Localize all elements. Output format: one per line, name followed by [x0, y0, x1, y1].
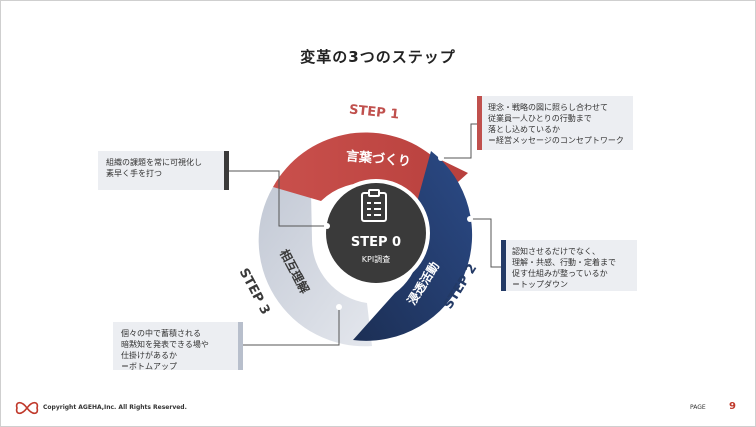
page-label: PAGE: [690, 404, 706, 411]
note-right-mid: 認知させるだけでなく、 理解・共感、行動・定着まで 促す仕組みが整っているか ＝…: [501, 240, 637, 291]
note-bar: [224, 151, 229, 190]
page-title: 変革の3つのステップ: [300, 48, 456, 66]
center-step-label: STEP 0: [350, 235, 402, 250]
clipboard-icon: [361, 189, 387, 222]
copyright-text: Copyright AGEHA,Inc. All Rights Reserved…: [43, 404, 187, 411]
note-right-top: 理念・戦略の図に照らし合わせて 従業員一人ひとりの行動まで 落とし込めているか …: [477, 96, 633, 150]
note-bar: [238, 322, 243, 370]
connector-dots: [324, 155, 473, 310]
note-bar: [477, 96, 482, 150]
note-left-top: 組織の課題を常に可視化し 素早く手を打つ: [98, 151, 229, 190]
note-left-bottom: 個々の中で蓄積される 暗黙知を発表できる場や 仕掛けがあるか ＝ボトムアップ: [113, 322, 243, 371]
company-logo: [15, 400, 39, 420]
center-kpi-label: KPI調査: [361, 255, 391, 264]
segment-step2: [353, 151, 473, 341]
connector-lines: [225, 123, 501, 346]
note-bar: [501, 240, 506, 291]
page-number: 9: [729, 401, 736, 412]
segment-step3: [258, 187, 372, 347]
